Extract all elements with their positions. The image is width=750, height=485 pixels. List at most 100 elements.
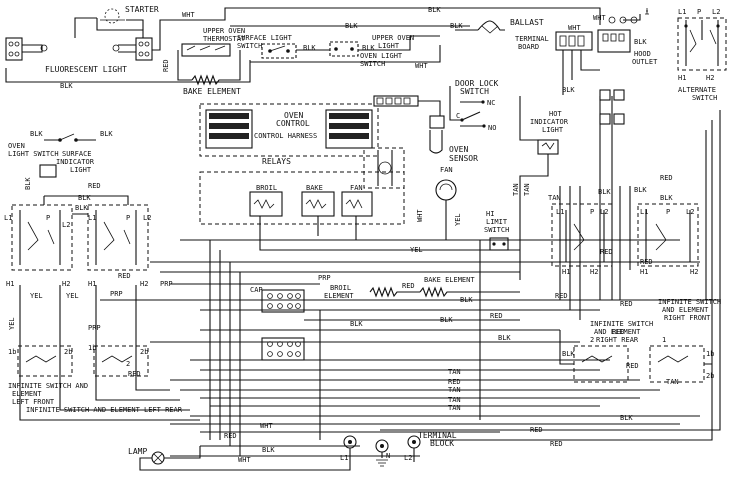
wire-label-tan-h3: TAN xyxy=(448,396,461,404)
right-infinite-switches-upper: TAN BLK BLK L1 P L2 H1 H2 L1 P L2 H1 H2 xyxy=(548,89,699,276)
ballast: BALLAST xyxy=(455,18,544,34)
wire-label-yel-fan-2: YEL xyxy=(410,246,423,254)
relay-bake-label: BAKE xyxy=(306,184,323,192)
rsl-t2b: 2b xyxy=(706,372,714,380)
wire-label-blk-h5: BLK xyxy=(262,446,275,454)
rsl-t1b: 1b xyxy=(706,350,714,358)
wire-label-tan-1: TAN xyxy=(512,183,520,196)
wire-label-blk-sil-2: BLK xyxy=(78,194,91,202)
wire-label-blk-ols-1: BLK xyxy=(30,130,43,138)
wire-label-tan-h2: TAN xyxy=(448,386,461,394)
tb-l1: L1 xyxy=(340,454,348,462)
oven-light-switch-top-label-1: OVEN LIGHT xyxy=(360,52,403,60)
rs1-h1: H1 xyxy=(562,268,570,276)
islr-label: INFINITE SWITCH AND ELEMENT LEFT REAR xyxy=(26,406,183,414)
wire-label-blk-ols-2: BLK xyxy=(100,130,113,138)
wire-label-red-left: RED xyxy=(118,272,131,280)
upper-oven-thermostat: UPPER OVEN THERMOSTAT RED BAKE ELEMENT xyxy=(162,27,246,96)
alt-switch-h1: H1 xyxy=(678,74,686,82)
isrf-label-2: AND ELEMENT xyxy=(662,306,709,314)
wire-label-wht-top-1: WHT xyxy=(182,11,195,19)
ballast-label: BALLAST xyxy=(510,18,544,27)
ls2-p: P xyxy=(126,214,130,222)
relays-label: RELAYS xyxy=(262,157,291,166)
relay-broil-label: BROIL xyxy=(256,184,277,192)
right-infinite-switches-lower: INFINITE SWITCH AND ELEMENT RIGHT FRONT … xyxy=(559,298,721,386)
wire-label-blk-surface: BLK xyxy=(303,44,316,52)
ls2-l1: L1 xyxy=(88,214,96,222)
upper-oven-thermostat-label-1: UPPER OVEN xyxy=(203,27,245,35)
fluorescent-light-assembly: STARTER FLUORESCENT LIGHT BLK xyxy=(5,5,601,90)
wire-label-red-mid: RED xyxy=(402,282,415,290)
wire-label-red-h8: RED xyxy=(600,248,613,256)
door-lock-switch: DOOR LOCK SWITCH NC C NO xyxy=(373,79,499,132)
hood-outlet-label-2: OUTLET xyxy=(632,58,658,66)
wire-label-tan-rsl: TAN xyxy=(666,378,679,386)
upper-oven-light-switch-label-2: LIGHT xyxy=(378,42,400,50)
islf-label-2: ELEMENT xyxy=(12,390,42,398)
alt-switch-p: P xyxy=(697,8,701,16)
terminal-board: TERMINAL BOARD WHT xyxy=(515,24,600,95)
islf-label-3: LEFT FRONT xyxy=(12,398,55,406)
rs1-h2: H2 xyxy=(590,268,598,276)
alternate-switch-label-1: ALTERNATE xyxy=(678,86,716,94)
wire-harness xyxy=(19,96,721,457)
wire-label-red-h6: RED xyxy=(530,426,543,434)
door-lock-c: C xyxy=(456,112,460,120)
terminal-block-label-1: TERMINAL xyxy=(418,431,457,440)
wire-label-blk-rsl: BLK xyxy=(562,350,575,358)
wire-label-tan-h4: TAN xyxy=(448,404,461,412)
broil-element: BROIL ELEMENT PRP RED xyxy=(318,274,415,300)
wire-label-red-h2: RED xyxy=(620,300,633,308)
wire-label-red-h7: RED xyxy=(550,440,563,448)
bake-element-top-label: BAKE ELEMENT xyxy=(183,87,241,96)
bake-element-mid-label: BAKE ELEMENT xyxy=(424,276,475,284)
rs2-h2: H2 xyxy=(690,268,698,276)
ls1-p: P xyxy=(46,214,50,222)
wire-label-blk-h6: BLK xyxy=(562,86,575,94)
wire-label-tan-2: TAN xyxy=(523,183,531,196)
hi-limit-label-3: SWITCH xyxy=(484,226,509,234)
ls1-l2: L2 xyxy=(62,221,70,229)
wire-label-blk-h4: BLK xyxy=(620,414,633,422)
tb-l2: L2 xyxy=(404,454,412,462)
wire-label-yel-left-2: YEL xyxy=(66,292,79,300)
surface-light-switch-label-2: SWITCH xyxy=(237,42,262,50)
wire-label-blk-h7: BLK xyxy=(634,186,647,194)
isrr-label-2: AND ELEMENT xyxy=(594,328,641,336)
rsl-t1: 1 xyxy=(662,336,666,344)
oven-light-switch-left-label-1: OVEN xyxy=(8,142,25,150)
terminal-board-label-1: TERMINAL xyxy=(515,35,549,43)
wire-label-wht-fan: WHT xyxy=(416,209,424,222)
ls2-l2: L2 xyxy=(143,214,151,222)
hood-outlet: BLK HOOD OUTLET xyxy=(597,8,658,66)
door-lock-nc: NC xyxy=(487,99,495,107)
rsl1-t2: 2 xyxy=(590,336,594,344)
wire-label-red-sil: RED xyxy=(88,182,101,190)
door-lock-switch-label-1: DOOR LOCK xyxy=(455,79,499,88)
left-prp-lower: PRP xyxy=(88,324,101,332)
wire-label-red-thermostat: RED xyxy=(162,59,170,72)
islf-label-1: INFINITE SWITCH AND xyxy=(8,382,88,390)
wire-label-blk-h3: BLK xyxy=(498,334,511,342)
terminal-board-label-2: BOARD xyxy=(518,43,539,51)
wire-label-blk-hood: BLK xyxy=(634,38,647,46)
hood-outlet-label-1: HOOD xyxy=(634,50,651,58)
wire-label-blk-r2: BLK xyxy=(660,194,673,202)
upper-oven-light-switch: UPPER OVEN LIGHT OVEN LIGHT SWITCH BLK W… xyxy=(250,34,441,70)
hi-limit-label-2: LIMIT xyxy=(486,218,508,226)
control-harness-label: CONTROL HARNESS xyxy=(254,132,317,140)
isrf-label-3: RIGHT FRONT xyxy=(664,314,711,322)
relay-block: BROIL BAKE FAN xyxy=(199,147,520,251)
wire-label-red-h1: RED xyxy=(555,292,568,300)
hot-indicator-label-2: INDICATOR xyxy=(530,118,569,126)
ls2-h1: H1 xyxy=(88,280,96,288)
wire-label-tan-r1: TAN xyxy=(548,194,561,202)
hot-indicator-light: HOT INDICATOR LIGHT xyxy=(519,96,569,280)
left-infinite-switches: L1 P L2 H1 H2 L1 P L2 H1 H2 YEL YEL PRP … xyxy=(4,195,173,300)
broil-element-label-1: BROIL xyxy=(330,284,351,292)
wire-label-tan-h1: TAN xyxy=(448,368,461,376)
rs2-l1: L1 xyxy=(640,208,648,216)
wire-label-red-rsl-2: RED xyxy=(612,328,625,336)
lamp-label: LAMP xyxy=(128,447,147,456)
